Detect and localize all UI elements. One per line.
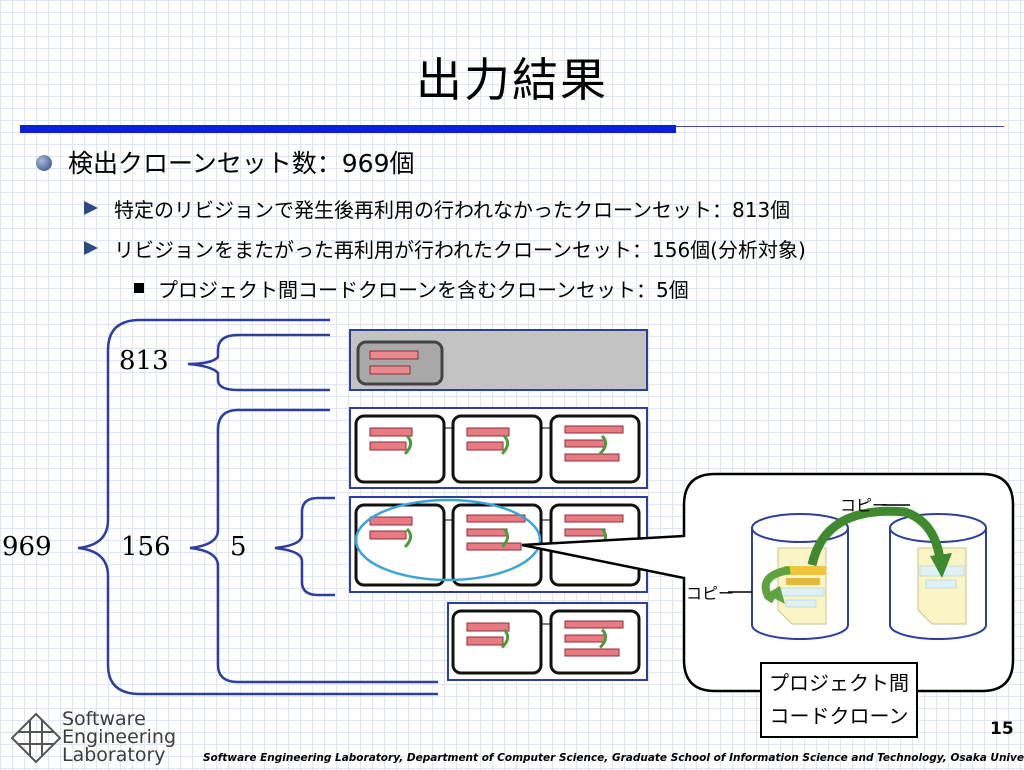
copy-arrow-left — [761, 566, 791, 604]
title-rule-thick — [20, 125, 676, 133]
clone-arrow-icon — [598, 628, 608, 649]
copy-label-left: コピー — [686, 584, 735, 603]
brace-969 — [77, 318, 438, 696]
code-fragment — [369, 350, 419, 360]
code-fragment — [466, 542, 522, 551]
sub-bullet-1-text: 特定のリビジョンで発生後再利用の行われなかったクローンセット：813個 — [114, 198, 791, 222]
brace-156 — [189, 408, 438, 684]
count-reused: 156 — [121, 532, 171, 562]
triangle-bullet-icon — [84, 241, 98, 255]
clone-arrow-icon — [403, 434, 413, 455]
document-icon-left — [777, 547, 827, 625]
copy-label-top: コピー — [840, 496, 889, 515]
code-fragment — [369, 365, 411, 375]
clone-set-box — [549, 414, 641, 484]
code-fragment — [564, 453, 620, 462]
clone-arrow-icon — [500, 434, 510, 455]
code-fragment — [564, 620, 624, 629]
count-no-reuse: 813 — [119, 346, 169, 376]
sub-sub-bullet-text: プロジェクト間コードクローンを含むクローンセット：5個 — [158, 278, 689, 302]
code-fragment — [369, 427, 413, 437]
project-clone-line1: プロジェクト間 — [769, 671, 909, 695]
logo-line-2: Engineering — [62, 726, 176, 748]
project-clone-line2: コードクローン — [769, 704, 909, 728]
code-fragment — [369, 530, 407, 540]
count-total: 969 — [2, 532, 52, 562]
project-clone-box: プロジェクト間 コードクローン — [760, 662, 918, 738]
brace-813 — [187, 333, 330, 392]
clone-set-box — [451, 609, 543, 675]
code-fragment — [564, 634, 606, 643]
code-fragment — [564, 514, 624, 523]
clone-set-box — [354, 414, 446, 484]
clone-set-box — [356, 340, 444, 386]
count-inter-project: 5 — [230, 532, 247, 562]
code-fragment — [564, 425, 624, 434]
code-fragment — [564, 528, 606, 537]
page-number: 15 — [990, 719, 1014, 739]
sub-bullet-2-text: リビジョンをまたがった再利用が行われたクローンセット：156個(分析対象) — [114, 238, 806, 262]
lab-logo-icon — [10, 712, 62, 764]
triangle-bullet-icon — [84, 201, 98, 215]
clone-arrow-icon — [500, 527, 510, 549]
code-fragment — [466, 441, 504, 451]
code-fragment — [369, 441, 407, 451]
code-fragment — [466, 636, 504, 646]
code-fragment — [564, 439, 606, 448]
code-fragment — [466, 622, 510, 632]
footer-affiliation: Software Engineering Laboratory, Departm… — [203, 752, 1024, 764]
code-fragment — [466, 427, 510, 437]
title-rule-thin — [676, 126, 1004, 127]
clone-arrow-icon — [403, 527, 413, 549]
code-fragment — [369, 516, 413, 526]
logo-line-1: Software — [62, 708, 146, 730]
square-bullet-icon — [134, 283, 144, 293]
code-fragment — [466, 528, 508, 537]
slide-title: 出力結果 — [416, 53, 608, 107]
clone-set-box — [451, 414, 543, 484]
bullet-main-text: 検出クローンセット数：969個 — [68, 149, 415, 178]
bullet-dot-icon — [36, 155, 52, 171]
code-fragment — [564, 648, 620, 657]
highlight-ellipse — [354, 498, 542, 582]
lab-logo-text: Software Engineering Laboratory — [62, 708, 176, 766]
clone-arrow-icon — [500, 628, 510, 649]
copy-arrow-top — [807, 506, 945, 567]
clone-arrow-icon — [598, 434, 608, 455]
clone-set-box — [549, 609, 641, 675]
brace-5 — [274, 496, 335, 597]
code-fragment — [466, 514, 526, 523]
logo-line-3: Laboratory — [62, 744, 166, 766]
